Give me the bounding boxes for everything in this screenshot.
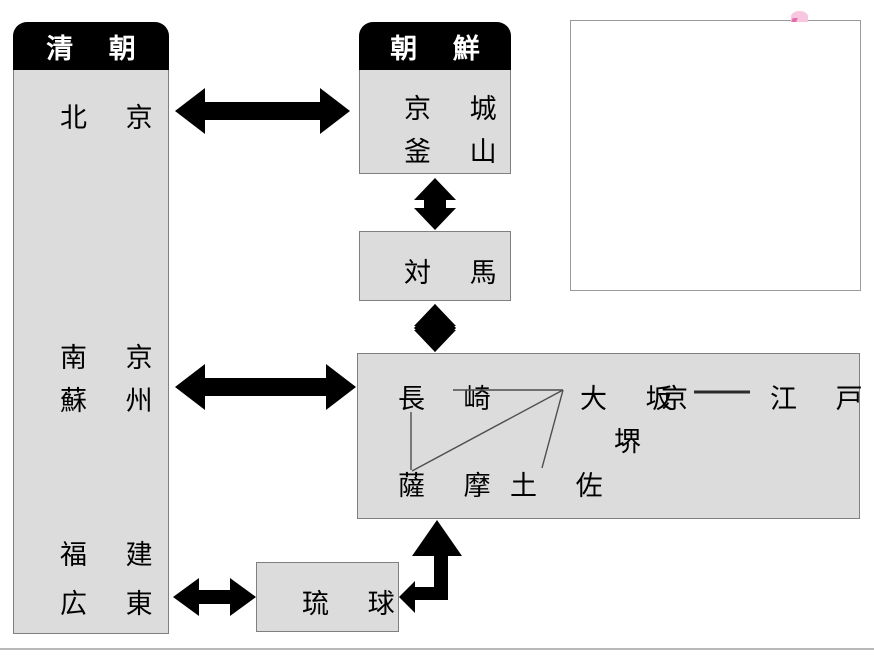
connector-qing-ryukyu-arrow	[173, 578, 256, 616]
qing-city-beijing: 北 京	[60, 103, 168, 134]
ryukyu-box[interactable]	[256, 562, 399, 632]
japan-city-satsuma: 薩 摩	[398, 471, 506, 502]
qing-city-guangdong: 広 東	[60, 589, 168, 620]
japan-city-tosa: 土 佐	[510, 471, 618, 502]
pink-smudge-artifact	[791, 11, 808, 22]
qing-panel[interactable]	[13, 48, 169, 634]
korea-city-busan: 釜 山	[404, 137, 512, 168]
page-bottom-rule	[0, 648, 874, 650]
japan-city-kyoto: 京	[661, 384, 688, 415]
qing-city-nanjing: 南 京	[60, 343, 168, 374]
connector-tsushima-japan-arrow	[414, 304, 456, 352]
qing-city-fujian: 福 建	[60, 540, 168, 571]
title-card	[570, 20, 861, 291]
title-main-heading: 漢籍之路	[570, 56, 874, 101]
qing-city-suzhou: 蘇 州	[60, 386, 168, 417]
korea-panel-header: 朝 鮮	[359, 22, 511, 70]
korea-panel-header-label: 朝 鮮	[390, 33, 493, 65]
japan-city-sakai: 堺	[614, 427, 641, 458]
japan-city-nagasaki: 長 崎	[398, 384, 506, 415]
connector-qing-japan-arrow	[175, 364, 356, 410]
qing-panel-header: 清 朝	[13, 22, 169, 70]
tsushima-box-label: 対 馬	[404, 258, 512, 289]
ryukyu-box-label: 琉 球	[302, 589, 410, 620]
connector-korea-tsushima-arrow	[414, 178, 456, 230]
japan-city-edo: 江 戸	[770, 384, 874, 415]
qing-panel-header-label: 清 朝	[46, 33, 149, 65]
title-subheading: ブックロード概念図	[570, 134, 874, 171]
tsushima-box[interactable]	[359, 231, 511, 301]
korea-city-seoul: 京 城	[404, 94, 512, 125]
japan-city-osaka: 大 坂	[580, 384, 688, 415]
connector-qing-korea-arrow	[175, 88, 350, 134]
